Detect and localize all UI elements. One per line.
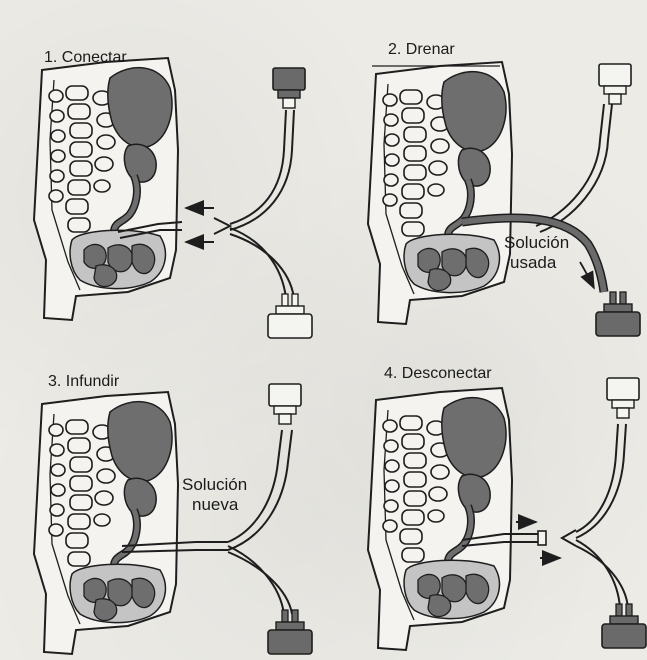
torso-2 (368, 62, 512, 324)
bag-icon-full (273, 68, 305, 108)
panel-conectar: 1. Conectar (34, 49, 312, 338)
bag-icon-drain (602, 604, 646, 648)
annotation: nueva (192, 495, 239, 514)
panel-infundir: 3. Infundir Solución nueva (34, 373, 312, 654)
panel-title: 1. Conectar (44, 49, 127, 66)
annotation: Solución (504, 233, 569, 252)
torso-4 (368, 388, 512, 650)
bag-icon-full (269, 384, 301, 424)
annotation: usada (510, 253, 557, 272)
bag-icon-empty (607, 378, 639, 418)
bag-icon-drain (596, 292, 640, 336)
panel-drenar: 2. Drenar Solución usada (368, 41, 640, 336)
bag-icon-empty (268, 294, 312, 338)
panel-title: 2. Drenar (388, 41, 455, 58)
panel-desconectar: 4. Desconectar (368, 365, 646, 650)
bag-icon-full (599, 64, 631, 104)
annotation: Solución (182, 475, 247, 494)
panel-title: 4. Desconectar (384, 365, 492, 382)
panel-title: 3. Infundir (48, 373, 120, 390)
bag-icon-drain (268, 610, 312, 654)
torso-3 (34, 392, 178, 654)
torso-1 (34, 58, 178, 320)
